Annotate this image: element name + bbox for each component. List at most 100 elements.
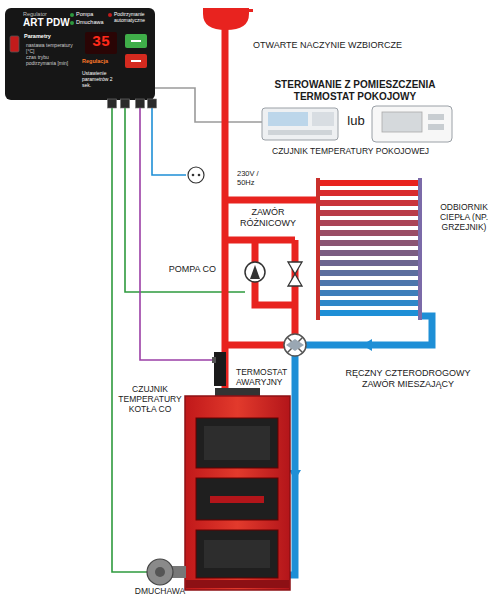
part-label: DMUCHAWA [130, 586, 190, 596]
connector-terminal [136, 99, 145, 108]
boiler [204, 426, 270, 460]
supply-label: 230V / 50Hz [237, 169, 271, 187]
connector-terminal [148, 99, 157, 108]
radiator-bar [318, 260, 420, 266]
part-label: ODBIORNIK CIEPŁA (NP. GRZEJNIK) [428, 202, 500, 233]
differential-valve-symbol [288, 262, 302, 274]
boiler [196, 418, 278, 468]
part-label: OTWARTE NACZYNIE WZBIORCZE [253, 40, 493, 51]
part-label: CZUJNIK TEMPERATURY KOTŁA CO [117, 384, 183, 415]
control-button [125, 54, 147, 68]
control-button [125, 34, 147, 48]
socket-symbol [188, 167, 204, 183]
room-sensor-picture [382, 112, 422, 132]
indicator-led [108, 13, 112, 17]
radiator-bar [318, 220, 420, 226]
blower [168, 566, 186, 578]
radiator-bar [318, 310, 420, 316]
connector-terminal [108, 99, 157, 108]
room-sensor-picture [372, 106, 452, 142]
button-label: Ustawienie parametrów 2 sek. [82, 70, 122, 88]
blower [147, 559, 173, 585]
emergency-thermostat [212, 357, 216, 363]
wire [140, 108, 212, 360]
part-label: CZUJNIK TEMPERATURY POKOJOWEJ [272, 146, 472, 156]
socket-symbol [198, 174, 201, 177]
indicator-label: Pompa [76, 11, 110, 18]
button-label: Regulacja [82, 58, 118, 65]
connector-terminal [121, 99, 130, 108]
pump-symbol [250, 265, 260, 279]
part-label: ZAWÓR RÓŻNICOWY [236, 207, 300, 229]
display-window: 35 [85, 32, 117, 54]
part-label: TERMOSTAT AWARYJNY [236, 367, 291, 387]
supply-pipe [222, 28, 229, 395]
boiler [186, 580, 289, 588]
boiler [196, 530, 278, 578]
socket-symbol [192, 174, 195, 177]
return-pipe [288, 316, 432, 575]
connector-word: lub [343, 113, 369, 129]
part-label: RĘCZNY CZTERODROGOWY ZAWÓR MIESZAJĄCY [338, 368, 478, 390]
temperature-readout: 35 [92, 34, 110, 51]
mixing-valve-symbol [287, 337, 303, 353]
differential-valve-symbol [288, 262, 302, 286]
wire [152, 108, 186, 175]
flow-arrow [362, 339, 372, 351]
expansion-vessel [247, 9, 253, 12]
parameter-label: czas trybu podtrzymania [min] [26, 54, 78, 66]
control-button [131, 40, 141, 42]
flow-arrow [289, 470, 301, 480]
control-button [125, 34, 147, 68]
emergency-thermostat [214, 352, 226, 386]
connector-terminal [108, 99, 117, 108]
parameter-label: nastawa temperatury [°C] [26, 42, 78, 54]
differential-valve-symbol [288, 274, 302, 286]
mixing-valve-symbol [286, 339, 304, 351]
radiator-bar [318, 280, 420, 286]
pump-symbol [245, 262, 265, 282]
wire [112, 88, 262, 572]
power-switch [10, 36, 19, 52]
supply-pipe [292, 240, 299, 335]
room-sensor-picture [428, 124, 444, 130]
return-pipe [288, 355, 295, 575]
pump-symbol [245, 262, 265, 282]
expansion-vessel [203, 8, 253, 30]
indicator-led [70, 21, 74, 25]
room-sensor-picture [428, 114, 444, 120]
supply-pipe [225, 342, 285, 349]
boiler [215, 388, 260, 398]
expansion-vessel [203, 8, 249, 30]
emergency-thermostat [212, 352, 226, 386]
boiler [185, 396, 290, 590]
radiator-bar [318, 290, 420, 296]
room-thermostat-picture [262, 108, 338, 140]
radiator [316, 178, 422, 320]
control-button [131, 60, 141, 62]
boiler [185, 388, 290, 590]
power-switch [10, 36, 19, 52]
supply-pipe [225, 197, 320, 204]
radiator-bar [318, 190, 420, 196]
radiator-bar [318, 230, 420, 236]
blower [147, 559, 186, 585]
supply-pipe [225, 237, 295, 244]
radiator-bar [318, 270, 420, 276]
room-thermostat-picture [268, 112, 308, 126]
indicator-label: Dmuchawa [76, 19, 110, 26]
radiator-bar [318, 180, 420, 186]
wire [112, 108, 147, 572]
radiator-bar [318, 240, 420, 246]
return-pipe [305, 316, 432, 345]
wire [125, 108, 245, 292]
socket-symbol [188, 167, 204, 183]
mixing-valve-symbol [284, 334, 306, 356]
radiator-bar [318, 210, 420, 216]
radiator-bar [318, 300, 420, 306]
boiler [204, 540, 270, 568]
room-thermostat-picture [312, 112, 334, 126]
radiator-bar [318, 250, 420, 256]
room-thermostat-picture [262, 108, 338, 140]
